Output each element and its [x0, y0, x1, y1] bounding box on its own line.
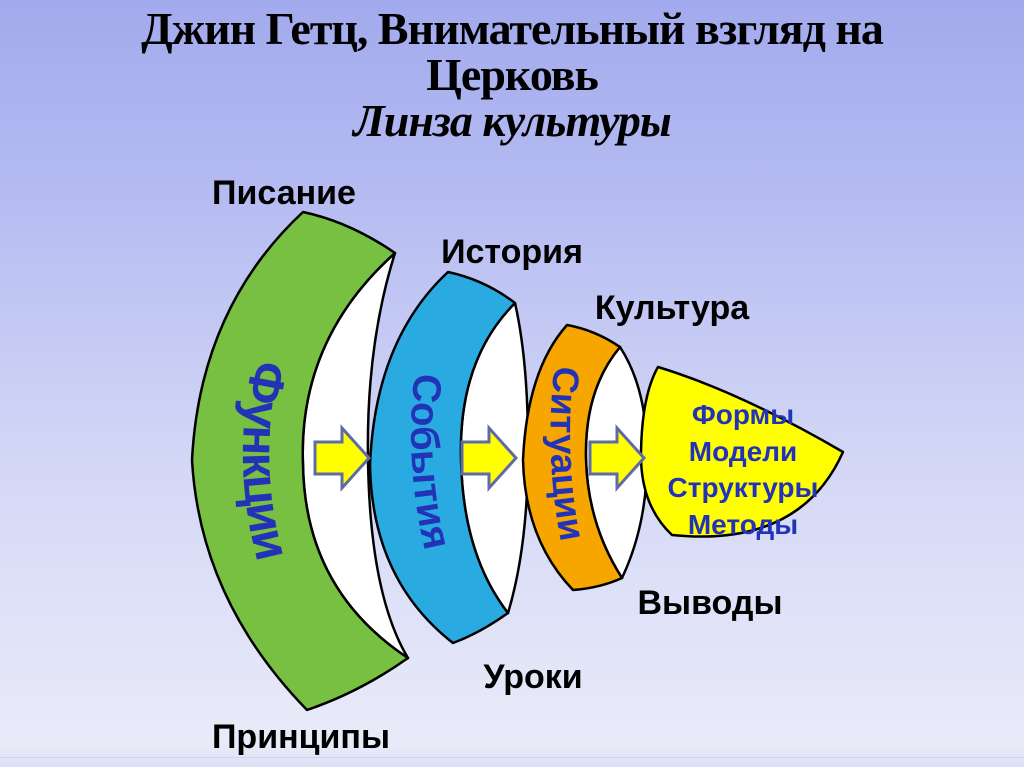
slide-title: Джин Гетц, Внимательный взгляд на Церков… — [0, 6, 1024, 144]
label-conclusions: Выводы — [638, 584, 783, 622]
lens-green-front — [190, 210, 410, 712]
arrow-icon-1 — [313, 424, 372, 492]
slide-subtitle: Линза культуры — [353, 95, 672, 146]
title-line-2: Церковь — [426, 49, 599, 100]
arrow-icon-3 — [588, 424, 647, 492]
bottom-divider — [0, 757, 1024, 758]
cone-line-2: Модели — [689, 436, 797, 467]
label-history: История — [441, 233, 583, 271]
label-scripture: Писание — [212, 174, 356, 212]
cone-line-3: Структуры — [668, 472, 819, 503]
cone-line-4: Методы — [688, 509, 798, 540]
label-culture: Культура — [595, 289, 750, 327]
label-principles: Принципы — [212, 718, 390, 756]
title-line-1: Джин Гетц, Внимательный взгляд на — [141, 3, 884, 54]
arrow-icon-2 — [460, 424, 519, 492]
cone-shape — [639, 365, 845, 538]
cone-line-1: Формы — [692, 399, 794, 430]
lens-blue-front — [368, 270, 517, 645]
lens-orange-front — [521, 323, 624, 592]
label-lessons: Уроки — [483, 658, 582, 696]
